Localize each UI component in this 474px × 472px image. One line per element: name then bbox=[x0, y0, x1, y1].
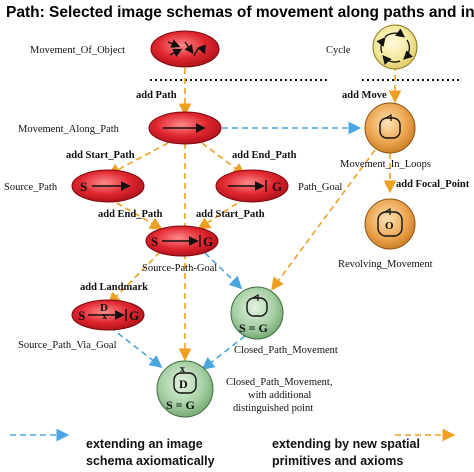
label-revolving-movement: Revolving_Movement bbox=[338, 259, 433, 270]
label-source-path-via-goal: Source_Path_Via_Goal bbox=[18, 340, 117, 351]
legend-blue-line1: extending an image bbox=[86, 437, 203, 451]
node-revolving-movement: O bbox=[364, 198, 416, 250]
glyph-g: G bbox=[203, 234, 213, 249]
label-movement-along-path: Movement_Along_Path bbox=[18, 124, 120, 135]
label-closed-path-movement-point-1: Closed_Path_Movement, bbox=[226, 377, 332, 388]
edge-label-add-path: add Path bbox=[136, 90, 177, 101]
edge-label-add-landmark: add Landmark bbox=[80, 282, 148, 293]
arrow-via-goal-to-closed-point bbox=[109, 326, 163, 368]
glyph-d: D bbox=[179, 377, 188, 391]
label-cycle: Cycle bbox=[326, 45, 351, 56]
legend-orange-line1: extending by new spatial bbox=[272, 437, 420, 451]
node-movement-in-loops bbox=[364, 102, 416, 154]
node-movement-along-path bbox=[148, 111, 222, 145]
label-closed-path-movement: Closed_Path_Movement bbox=[234, 345, 338, 356]
label-path-goal: Path_Goal bbox=[298, 182, 342, 193]
node-closed-path-movement-with-point: x D S = G bbox=[156, 360, 214, 418]
node-movement-of-object bbox=[150, 30, 220, 68]
arrow-spg-to-closed bbox=[204, 252, 243, 290]
legend-orange-line2: primitives and axioms bbox=[272, 454, 403, 468]
glyph-g: G bbox=[129, 308, 139, 323]
diagram-title: Path: Selected image schemas of movement… bbox=[6, 4, 474, 21]
label-closed-path-movement-point-2: with additional bbox=[248, 390, 311, 401]
glyph-o: O bbox=[385, 220, 394, 232]
node-cycle bbox=[372, 24, 418, 70]
edge-label-add-focal-point: add Focal_Point bbox=[396, 179, 470, 190]
node-source-path-goal: S G bbox=[145, 225, 219, 257]
glyph-s: S bbox=[78, 308, 85, 323]
label-source-path: Source_Path bbox=[4, 182, 58, 193]
arrow-spg-to-via-goal bbox=[107, 251, 161, 306]
glyph-x: x bbox=[102, 311, 107, 322]
arrow-loops-to-closed bbox=[271, 149, 376, 291]
arrow-source-to-spg bbox=[107, 197, 163, 230]
glyph-s: S bbox=[80, 179, 87, 194]
label-movement-of-object: Movement_Of_Object bbox=[30, 45, 125, 56]
glyph-s-eq-g: S = G bbox=[239, 321, 268, 335]
glyph-s-eq-g: S = G bbox=[166, 398, 195, 412]
arrow-closed-to-closed-point bbox=[201, 335, 246, 370]
node-source-path-via-goal: S x D G bbox=[71, 299, 145, 331]
edge-label-add-start-path-left: add Start_Path bbox=[66, 150, 135, 161]
edge-label-add-end-path-left: add End_Path bbox=[98, 209, 163, 220]
label-movement-in-loops: Movement_In_Loops bbox=[340, 159, 431, 170]
glyph-g: G bbox=[272, 179, 282, 194]
arrow-along-to-goal bbox=[201, 142, 246, 176]
glyph-x: x bbox=[180, 364, 185, 375]
glyph-s: S bbox=[151, 234, 158, 249]
arrow-goal-to-spg bbox=[197, 197, 246, 230]
glyph-d: D bbox=[100, 302, 108, 314]
node-path-goal: G bbox=[215, 169, 289, 203]
edge-label-add-start-path-right: add Start_Path bbox=[196, 209, 265, 220]
arrow-along-to-source bbox=[107, 142, 169, 176]
node-source-path: S bbox=[71, 169, 145, 203]
label-closed-path-movement-point-3: distinguished point bbox=[233, 403, 313, 414]
edge-label-add-end-path-right: add End_Path bbox=[232, 150, 297, 161]
legend-blue-line2: schema axiomatically bbox=[86, 454, 215, 468]
label-source-path-goal: Source-Path-Goal bbox=[142, 263, 217, 274]
edge-label-add-move: add Move bbox=[342, 90, 387, 101]
node-closed-path-movement: S = G bbox=[230, 286, 284, 340]
